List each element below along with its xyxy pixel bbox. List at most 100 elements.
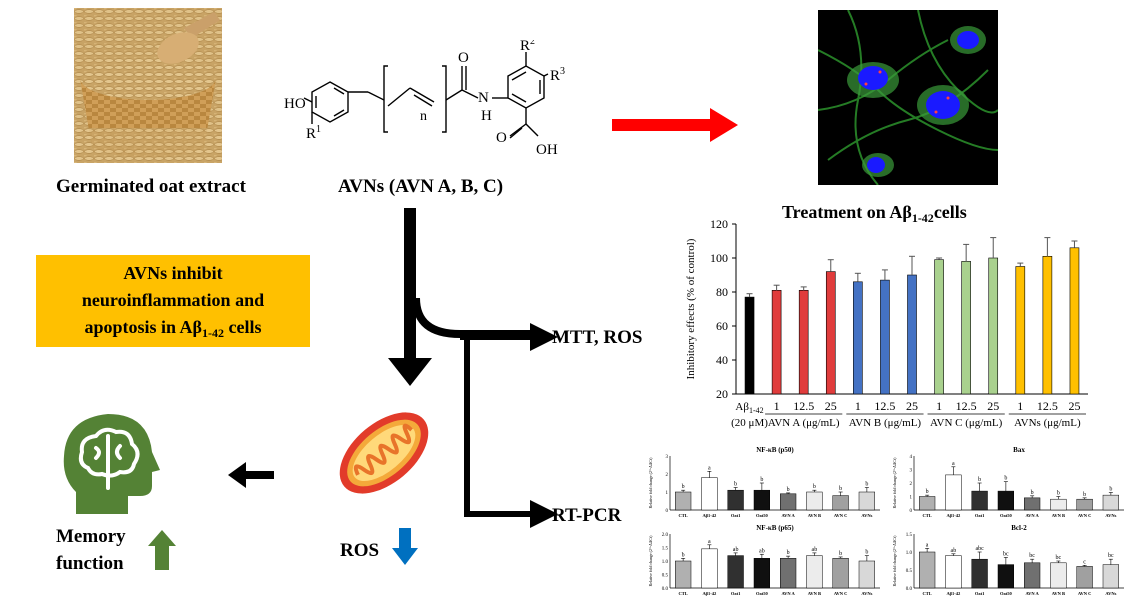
summary-box: AVNs inhibit neuroinflammation and apopt… — [36, 255, 310, 347]
x-tick-label: Aβ1-42 — [946, 591, 961, 596]
bar — [971, 490, 988, 511]
y-axis-label: Inhibitory effects (% of control) — [685, 238, 697, 379]
significance-letter: a — [708, 465, 711, 471]
acid-o-text: O — [496, 130, 507, 146]
chart-title: NF-κB (p50) — [756, 446, 794, 454]
basket-image — [74, 8, 222, 163]
y-tick-label: 1.0 — [662, 560, 669, 565]
y-tick-label: 60 — [716, 319, 728, 333]
x-tick-label: AVN C — [834, 591, 848, 596]
bar — [1050, 498, 1067, 511]
x-tick-label: 12.5 — [1037, 399, 1058, 413]
y-axis-label: Relative fold change (2^-ΔΔCt) — [892, 535, 897, 587]
y-axis-label: Relative fold change (2^-ΔΔCt) — [892, 457, 897, 509]
memory-up-arrow-icon — [148, 530, 176, 570]
x-tick-label: 12.5 — [793, 399, 814, 413]
bar — [780, 558, 797, 589]
bar — [832, 495, 849, 511]
y-tick-label: 1.0 — [906, 551, 913, 556]
bar — [701, 548, 718, 589]
y-tick-label: 2.0 — [662, 533, 669, 538]
summary-line-1: AVNs inhibit — [123, 263, 223, 283]
y-tick-label: 0 — [910, 509, 913, 514]
x-tick-label: Aβ1-42 — [702, 513, 717, 518]
bar — [1024, 562, 1041, 589]
x-tick-label: AVN B — [808, 591, 821, 596]
x-tick-label: AVN B — [1052, 591, 1065, 596]
y-tick-label: 0.0 — [662, 587, 669, 592]
memory-label-line2: function — [56, 553, 124, 574]
x-tick-label: (20 μM) — [731, 417, 768, 429]
y-tick-label: 4 — [910, 455, 913, 460]
x-tick-label: 12.5 — [874, 399, 895, 413]
y-tick-label: 0.5 — [906, 569, 913, 574]
bar — [832, 558, 849, 589]
x-tick-label: AVN C — [1078, 513, 1092, 518]
bar — [825, 271, 836, 395]
x-tick-label: 1 — [774, 399, 780, 413]
avn-chemical-structure: HO R1 n O N H R2 R3 O OH — [284, 40, 565, 158]
bar — [1076, 498, 1093, 511]
y-tick-label: 1 — [910, 496, 913, 501]
bar — [971, 558, 988, 589]
bar — [1069, 247, 1080, 395]
nh-n-text: N — [478, 90, 489, 106]
x-tick-label: CTL — [678, 513, 687, 518]
chart-title: Bax — [1013, 446, 1025, 454]
flow-arrows — [388, 208, 558, 528]
y-tick-label: 120 — [710, 217, 728, 231]
y-tick-label: 80 — [716, 285, 728, 299]
r3-text: R3 — [550, 66, 565, 84]
y-tick-label: 0.5 — [662, 574, 669, 579]
bar — [675, 560, 692, 589]
bar — [997, 564, 1014, 589]
y-tick-label: 1.5 — [906, 533, 913, 538]
significance-letter: b — [682, 552, 685, 558]
bar — [1102, 564, 1119, 589]
carbonyl-o-text: O — [458, 50, 469, 66]
left-arrow-icon — [228, 462, 274, 488]
bar — [997, 490, 1014, 511]
significance-letter: b — [1109, 486, 1112, 492]
bar — [945, 555, 962, 589]
bar — [934, 259, 944, 395]
bar — [753, 489, 770, 511]
significance-letter: b — [760, 477, 763, 483]
significance-letter: c — [1083, 559, 1086, 565]
x-tick-label: Aβ1-42 — [702, 591, 717, 596]
significance-letter: bc — [1056, 555, 1062, 561]
y-tick-label: 1 — [666, 491, 669, 496]
bar — [1050, 562, 1067, 589]
x-tick-label: Oat1 — [975, 513, 985, 518]
significance-letter: ab — [759, 548, 765, 554]
x-tick-label: Oat1 — [975, 591, 985, 596]
red-arrow-icon — [612, 108, 738, 142]
significance-letter: bc — [1003, 551, 1009, 557]
x-tick-label: CTL — [922, 513, 931, 518]
significance-letter: ab — [812, 547, 818, 553]
summary-line-2: neuroinflammation and — [81, 290, 265, 310]
bar — [961, 261, 971, 395]
bar — [988, 257, 999, 395]
x-tick-label: Oat1 — [731, 591, 741, 596]
x-tick-label: Oat50 — [756, 513, 768, 518]
bar — [780, 493, 797, 511]
bar — [727, 489, 744, 511]
significance-letter: bc — [1029, 553, 1035, 559]
x-tick-label: 25 — [1068, 399, 1080, 413]
treatment-title: Treatment on Aβ1-42cells — [782, 202, 967, 225]
x-tick-label: AVNs — [1105, 591, 1116, 596]
y-tick-label: 2 — [910, 482, 913, 487]
x-tick-label: AVN B — [1052, 513, 1065, 518]
bar — [675, 491, 692, 511]
bar — [806, 555, 823, 589]
significance-letter: b — [865, 550, 868, 556]
bar — [919, 496, 936, 511]
mitochondria-icon — [339, 412, 429, 494]
oat-extract-label: Germinated oat extract — [56, 176, 246, 197]
rt-pcr-label: RT-PCR — [552, 505, 622, 526]
bar — [853, 281, 863, 395]
